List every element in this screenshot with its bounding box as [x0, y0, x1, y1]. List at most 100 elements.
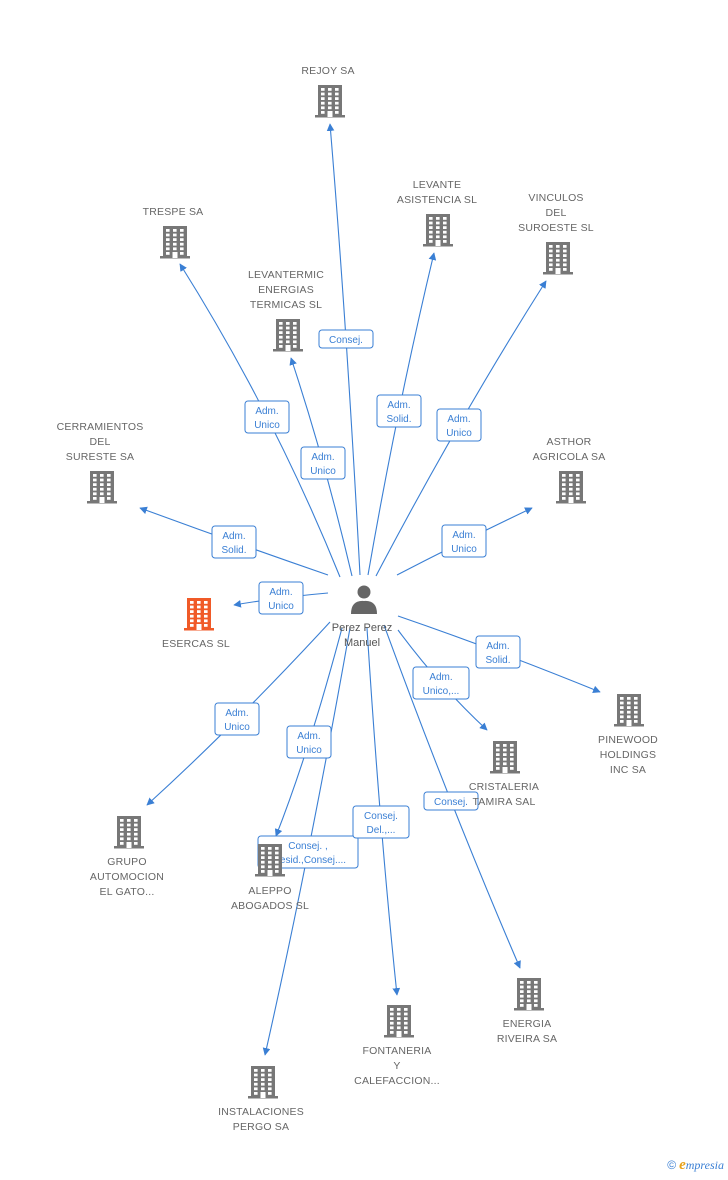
copyright-symbol: ©	[667, 1158, 677, 1172]
company-node-asthor[interactable]: ASTHOR AGRICOLA SA	[533, 436, 606, 504]
edge-label-levantermic[interactable]: Adm. Unico	[300, 446, 346, 480]
edge-label-aleppo[interactable]: Adm. Unico	[286, 725, 332, 759]
company-node-cerramientos[interactable]: CERRAMIENTOS DEL SURESTE SA	[57, 421, 144, 504]
company-label: PERGO SA	[233, 1121, 289, 1133]
edge-label-text: Consej.	[364, 811, 398, 822]
edge-label-box	[300, 446, 346, 480]
company-node-fontaneria[interactable]: FONTANERIAYCALEFACCION...	[354, 1005, 440, 1087]
building-icon	[614, 694, 644, 727]
edge-label-text: Unico,...	[423, 686, 460, 697]
company-label: SUROESTE SL	[518, 222, 594, 234]
company-label: ALEPPO	[248, 885, 291, 897]
edge-label-text: Presid.,Consej....	[270, 855, 346, 866]
edge-label-esercas[interactable]: Adm. Unico	[258, 581, 304, 615]
edge-label-text: Adm.	[222, 531, 245, 542]
edge-label-text: Unico	[296, 745, 322, 756]
brand-name: mpresia	[685, 1158, 724, 1172]
edge-label-fontaneria[interactable]: Consej. Del.,...	[352, 805, 410, 839]
company-label: REJOY SA	[301, 65, 354, 77]
edge-label-rejoy[interactable]: Consej.	[318, 329, 374, 349]
edge-label-text: Adm.	[486, 641, 509, 652]
company-label: FONTANERIA	[363, 1045, 432, 1057]
edge-label-instalaciones[interactable]: Consej. , Presid.,Consej....	[257, 835, 359, 869]
edge-label-text: Adm.	[452, 530, 475, 541]
company-label: INC SA	[610, 764, 646, 776]
building-icon	[556, 471, 586, 504]
company-node-rejoy[interactable]: REJOY SA	[301, 65, 354, 118]
building-icon	[273, 319, 303, 352]
edge-label-box	[441, 524, 487, 558]
edge-label-text: Adm.	[297, 731, 320, 742]
edge-label-box	[286, 725, 332, 759]
edge-label-box	[412, 666, 470, 700]
edge-label-box	[244, 400, 290, 434]
edge-label-text: Del.,...	[367, 825, 396, 836]
edge-label-pinewood[interactable]: Adm. Solid.	[475, 635, 521, 669]
company-node-levante[interactable]: LEVANTE ASISTENCIA SL	[397, 179, 477, 247]
building-icon	[184, 598, 214, 631]
company-label: ESERCAS SL	[162, 638, 230, 650]
edge-label-text: Solid.	[221, 545, 246, 556]
building-icon	[423, 214, 453, 247]
company-label: AGRICOLA SA	[533, 451, 606, 463]
building-icon	[87, 471, 117, 504]
company-label: CERRAMIENTOS	[57, 421, 144, 433]
company-node-pinewood[interactable]: PINEWOOD HOLDINGS INC SA	[598, 694, 658, 776]
person-icon	[351, 585, 377, 614]
brand-watermark: ©empresia	[667, 1157, 724, 1174]
company-label: ASISTENCIA SL	[397, 194, 477, 206]
company-label: DEL	[89, 436, 110, 448]
edge-label-box	[436, 408, 482, 442]
company-label: HOLDINGS	[600, 749, 656, 761]
company-label: ENERGIAS	[258, 284, 314, 296]
edge-label-energia[interactable]: Consej.	[423, 791, 479, 811]
edge-label-box	[376, 394, 422, 428]
edge-label-box	[475, 635, 521, 669]
brand-initial: e	[679, 1157, 686, 1173]
edge-label-asthor[interactable]: Adm.Unico	[441, 524, 487, 558]
edge-label-text: Adm.	[387, 400, 410, 411]
edge-label-cristaleria[interactable]: Adm. Unico,...	[412, 666, 470, 700]
company-label: LEVANTE	[413, 179, 461, 191]
company-label: EL GATO...	[100, 886, 155, 898]
edge-label-text: Consej. ,	[288, 841, 327, 852]
building-icon	[114, 816, 144, 849]
edge-label-box	[258, 581, 304, 615]
company-label: PINEWOOD	[598, 734, 658, 746]
edge-label-trespe[interactable]: Adm. Unico	[244, 400, 290, 434]
edge-label-text: Unico	[310, 466, 336, 477]
edge-label-text: Consej.	[329, 335, 363, 346]
company-label: SURESTE SA	[66, 451, 135, 463]
company-label: ASTHOR	[547, 436, 592, 448]
edge-label-vinculos[interactable]: Adm.Unico	[436, 408, 482, 442]
edge-label-text: Solid.	[485, 655, 510, 666]
building-icon	[248, 1066, 278, 1099]
edge-label-text: Adm.	[255, 406, 278, 417]
edge-label-cerramientos[interactable]: Adm. Solid.	[211, 525, 257, 559]
edge-label-text: Adm.	[429, 672, 452, 683]
edge-label-text: Adm.	[311, 452, 334, 463]
edge-label-text: Adm.	[269, 587, 292, 598]
company-label: AUTOMOCION	[90, 871, 164, 883]
edge-label-text: Unico	[224, 722, 250, 733]
company-label: Y	[393, 1060, 400, 1072]
edge-label-text: Solid.	[386, 414, 411, 425]
edge-label-grupo[interactable]: Adm.Unico	[214, 702, 260, 736]
edge-label-text: Unico	[268, 601, 294, 612]
edge-label-levante[interactable]: Adm. Solid.	[376, 394, 422, 428]
company-label: TRESPE SA	[143, 206, 204, 218]
edge-label-text: Consej.	[434, 797, 468, 808]
edge-label-text: Unico	[254, 420, 280, 431]
company-node-trespe[interactable]: TRESPE SA	[143, 206, 204, 259]
company-node-esercas[interactable]: ESERCAS SL	[162, 598, 230, 650]
building-icon	[514, 978, 544, 1011]
